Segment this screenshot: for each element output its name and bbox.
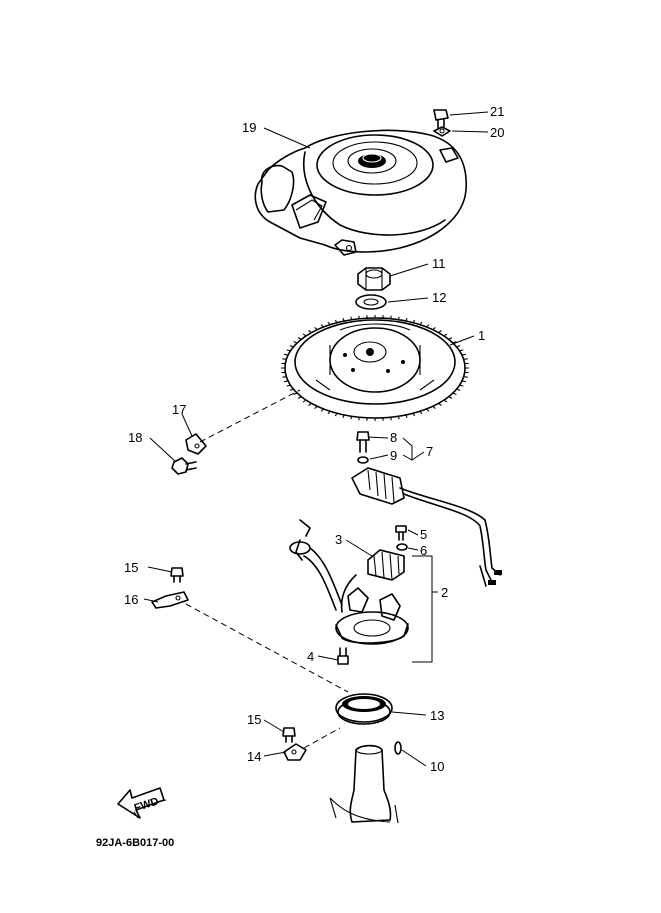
nut-part-11 (357, 267, 391, 291)
callout-16: 16 (124, 592, 138, 607)
bolt-part-18 (171, 457, 197, 475)
washer-part-12 (355, 294, 387, 310)
callout-3: 3 (335, 532, 342, 547)
washer-part-9 (357, 456, 369, 464)
callout-14: 14 (247, 749, 261, 764)
ring-part-13 (335, 693, 393, 725)
leader-lines (143, 111, 489, 767)
screw-part-5 (395, 525, 407, 541)
callout-2: 2 (441, 585, 448, 600)
coil-part-3 (367, 549, 405, 581)
callout-21: 21 (490, 104, 504, 119)
callout-4: 4 (307, 649, 314, 664)
bolt-part-4 (337, 647, 349, 665)
callout-18: 18 (128, 430, 142, 445)
bracket-part-17 (185, 433, 207, 455)
flywheel-cover-part-19 (254, 129, 467, 256)
screw-part-8 (356, 431, 370, 453)
rectifier-regulator-part-7 (351, 467, 502, 587)
callout-1: 1 (478, 328, 485, 343)
callout-17: 17 (172, 402, 186, 417)
bolt-part-15-lower (282, 727, 296, 743)
clamp-part-14 (283, 743, 307, 761)
callout-8: 8 (390, 430, 397, 445)
callout-11: 11 (432, 256, 446, 271)
callout-20: 20 (490, 125, 504, 140)
forward-arrow-icon: FWD (117, 787, 167, 819)
callout-10: 10 (430, 759, 444, 774)
crankshaft (329, 744, 399, 824)
flywheel-part-1 (281, 315, 469, 421)
callout-12: 12 (432, 290, 446, 305)
callout-15-upper: 15 (124, 560, 138, 575)
callout-7: 7 (426, 444, 433, 459)
callout-19: 19 (242, 120, 256, 135)
ring-gear-teeth (281, 315, 469, 421)
callouts: 19 21 20 11 12 1 17 18 8 9 7 3 5 6 2 4 1… (124, 104, 504, 774)
stator-assembly-part-2 (289, 519, 409, 645)
callout-6: 6 (420, 543, 427, 558)
callout-9: 9 (390, 448, 397, 463)
clamp-part-16 (151, 591, 189, 609)
callout-13: 13 (430, 708, 444, 723)
key-part-10 (394, 741, 402, 755)
callout-5: 5 (420, 527, 427, 542)
flywheel-ring-gear (281, 315, 469, 421)
callout-15-lower: 15 (247, 712, 261, 727)
bolt-part-21 (433, 109, 449, 129)
diagram-code: 92JA-6B017-00 (96, 837, 174, 849)
washer-part-20 (433, 126, 451, 137)
bolt-part-15-upper (170, 567, 184, 583)
washer-part-6 (396, 543, 408, 551)
